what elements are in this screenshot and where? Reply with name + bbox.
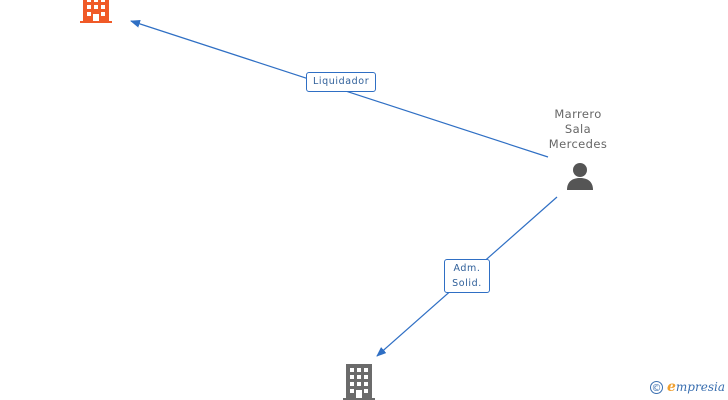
brand-rest: mpresia (675, 380, 725, 394)
brand-initial: e (667, 379, 676, 395)
building-icon[interactable] (343, 364, 375, 400)
brand-logo: empresia (667, 379, 725, 395)
edge-label-text: Solid. (452, 278, 482, 289)
person-name-line: Sala (564, 122, 592, 136)
person-name-line: Marrero (554, 107, 602, 121)
copyright-icon: © (650, 380, 663, 394)
person-name[interactable]: Marrero Sala Mercedes (538, 107, 618, 152)
person-name-line: Mercedes (548, 137, 608, 151)
edge-label-liquidador: Liquidador (306, 72, 376, 92)
watermark: © empresia (650, 379, 725, 395)
person-icon[interactable] (565, 161, 595, 191)
edge-label-text: Liquidador (313, 76, 370, 87)
edge-label-adm-solid: Adm. Solid. (444, 259, 490, 293)
building-icon[interactable] (80, 0, 112, 24)
edge-label-text: Adm. (453, 263, 481, 274)
